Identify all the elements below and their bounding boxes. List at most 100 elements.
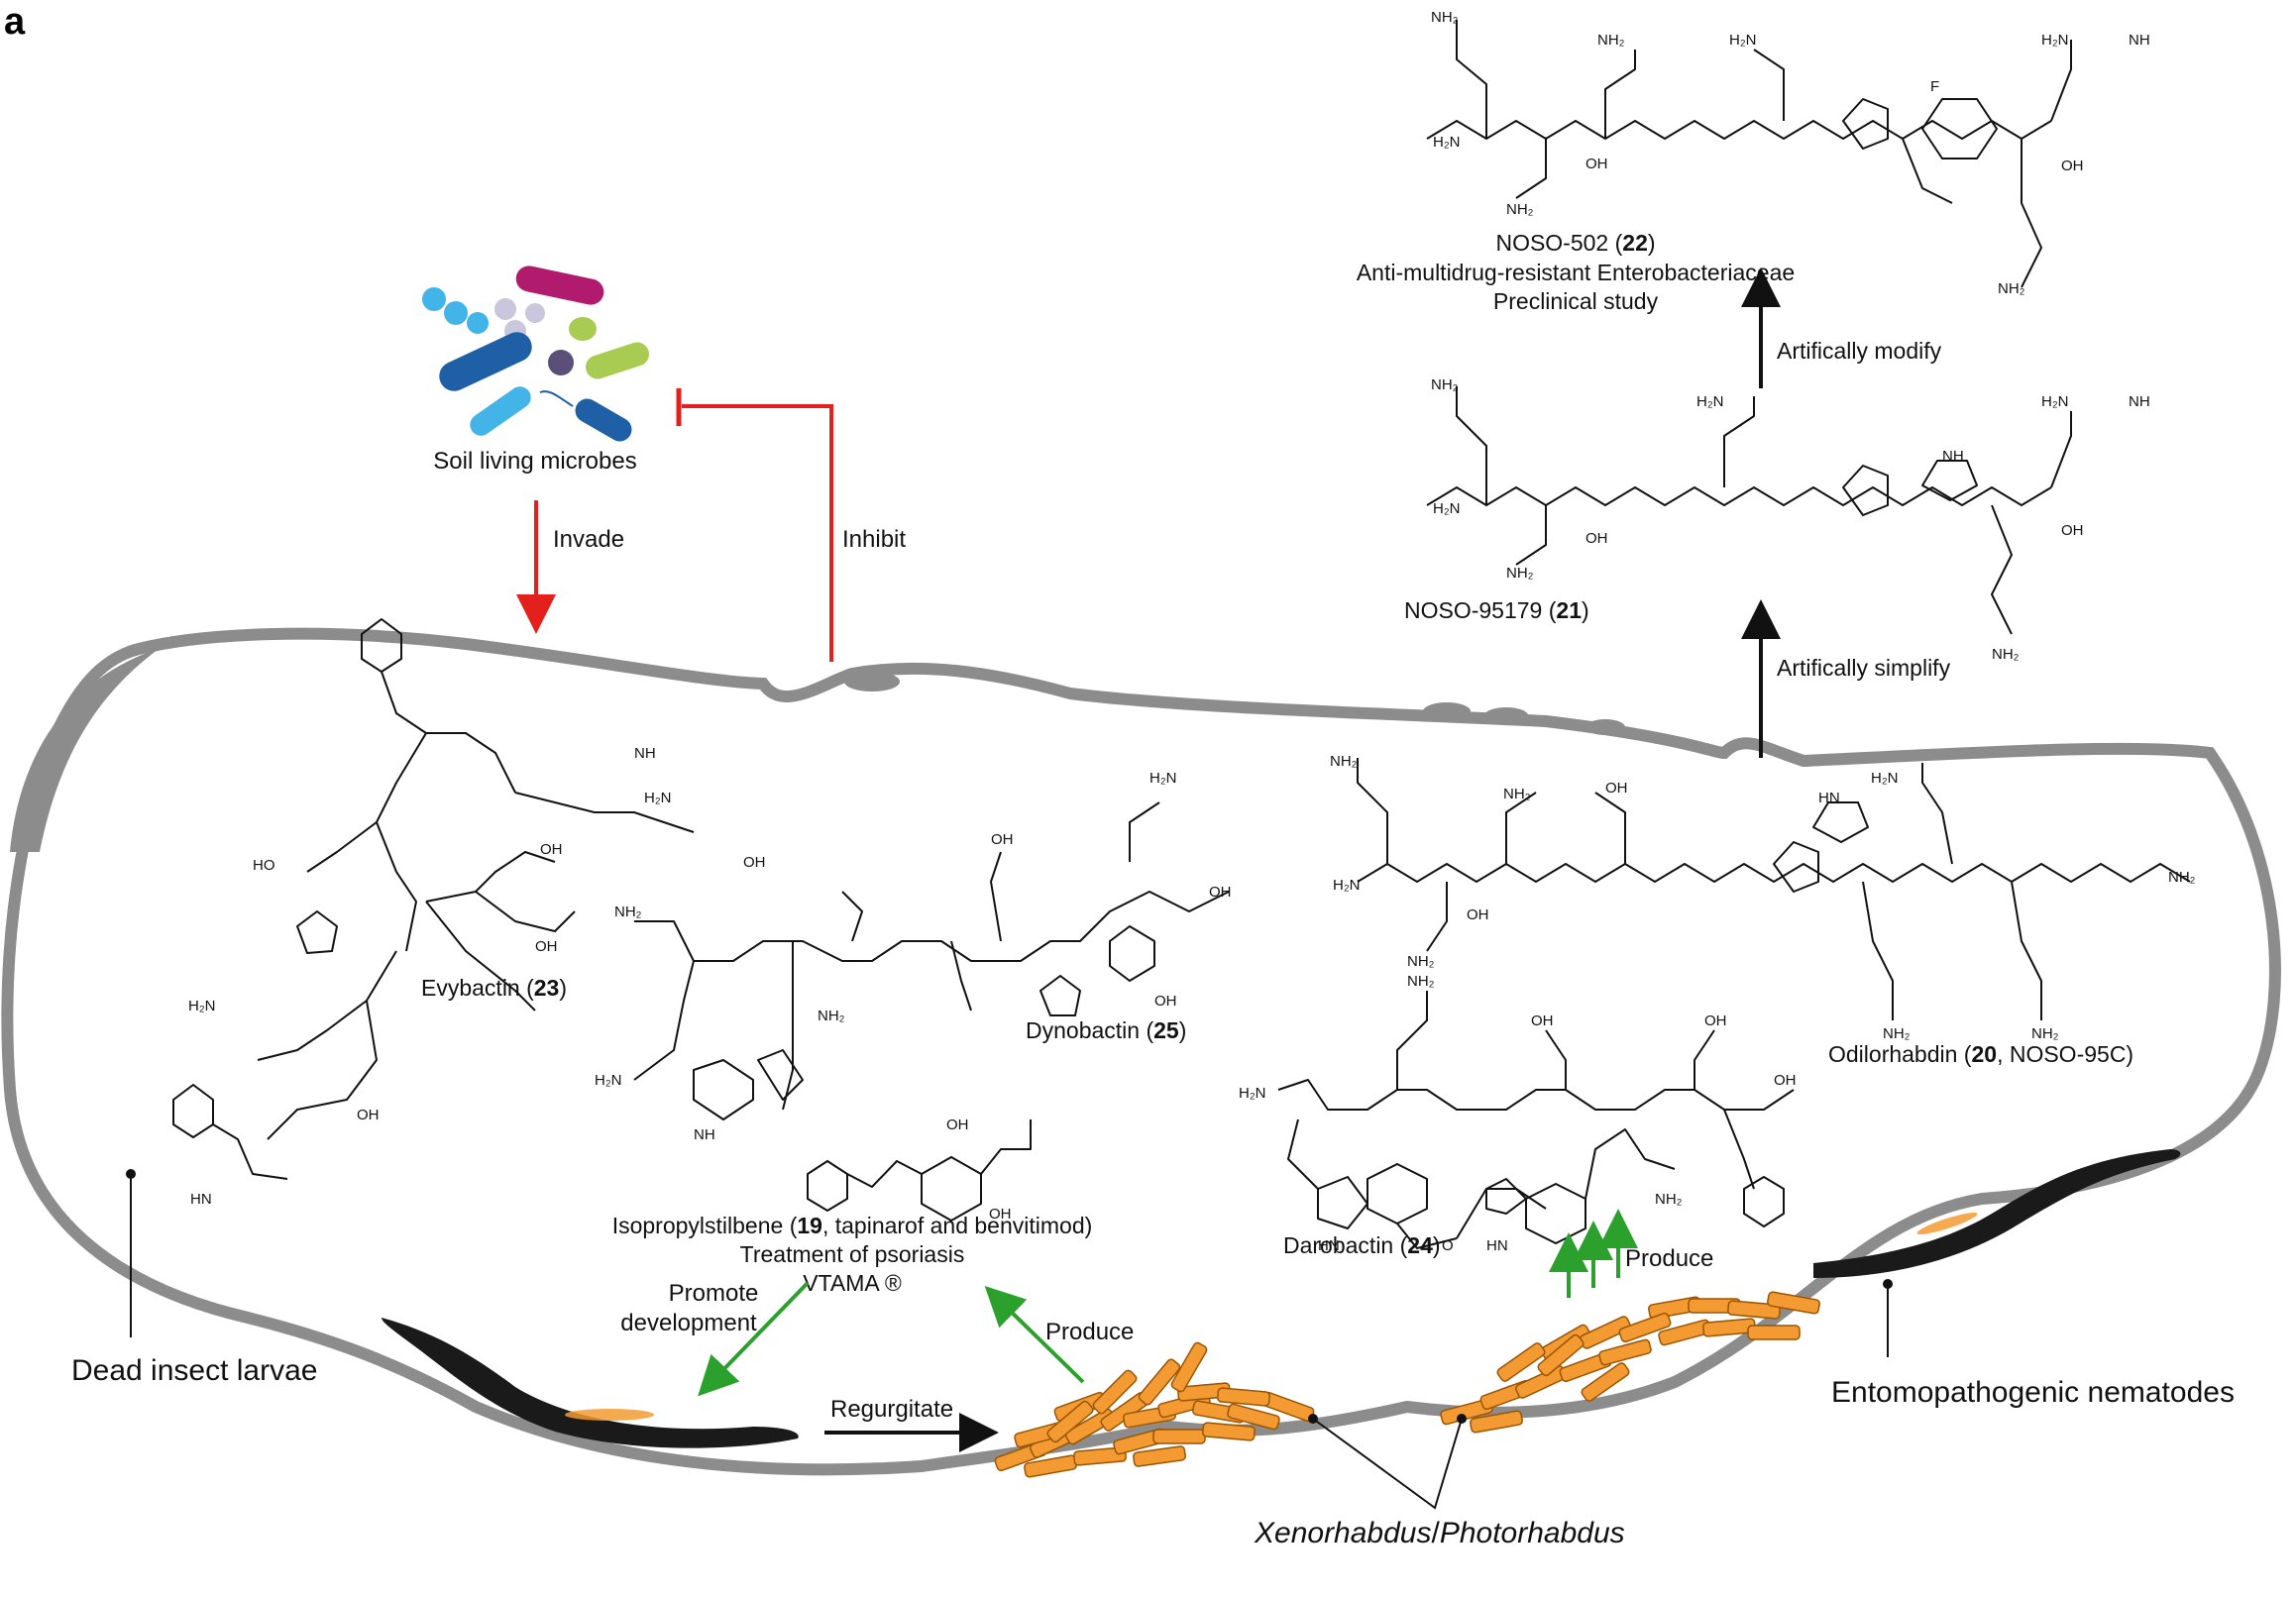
odilorhabdin-structure	[1357, 758, 2191, 1020]
larva-lobe-left	[10, 649, 159, 852]
atom-label: H₂N	[1333, 877, 1361, 894]
bacterium-rod	[1727, 1300, 1781, 1320]
atom-label: NH₂	[1506, 565, 1534, 582]
noso502-activity: Anti-multidrug-resistant Enterobacteriac…	[1357, 260, 1795, 285]
larva-bump	[844, 672, 900, 692]
atom-label: OH	[1605, 780, 1628, 797]
atom-label: NH₂	[614, 904, 642, 920]
bacterium-rod	[1092, 1369, 1138, 1415]
bacterium-rod	[1470, 1410, 1523, 1434]
atom-label: NH	[694, 1126, 715, 1143]
bacterium-rod	[1152, 1429, 1206, 1444]
atom-label: H₂N	[2041, 393, 2069, 410]
bacteria-cluster-left	[994, 1341, 1315, 1478]
atom-label: H₂N	[1729, 32, 1757, 49]
dynobactin-label: Dynobactin (25)	[1026, 1017, 1186, 1043]
noso502-status: Preclinical study	[1493, 288, 1659, 314]
atom-label: H₂N	[1433, 500, 1461, 517]
atom-label: OH	[989, 1206, 1012, 1223]
isopropylstilbene-brand: VTAMA ®	[803, 1270, 902, 1296]
atom-label: HN	[1486, 1237, 1508, 1254]
darobactin-label: Darobactin (24)	[1283, 1232, 1441, 1258]
soil-microbes-cluster	[422, 266, 649, 442]
bacterium-rod	[1138, 1358, 1181, 1406]
atom-label: NH₂	[1503, 786, 1531, 802]
bacterium-rod	[1747, 1325, 1801, 1340]
atom-label: OH	[946, 1117, 969, 1133]
atom-label: OH	[2061, 522, 2084, 539]
bacterium-rod	[1581, 1362, 1630, 1402]
atom-label: OH	[1467, 906, 1489, 923]
bacterium-rod	[1217, 1387, 1270, 1407]
dead-insect-larvae-label: Dead insect larvae	[71, 1354, 317, 1387]
atom-label: NH₂	[1407, 953, 1435, 970]
larva-bump	[1423, 702, 1471, 720]
atom-label: O	[1442, 1237, 1454, 1254]
atom-label: OH	[1585, 530, 1608, 547]
bacteria-pointer-dot	[1308, 1414, 1318, 1424]
bacterium-rod	[1046, 1400, 1094, 1443]
larvae-pointer-dot	[126, 1169, 136, 1179]
nematode-gut-bacteria	[1916, 1213, 1978, 1234]
noso95179-structure	[1426, 386, 2072, 635]
atom-label: H₂N	[1696, 393, 1724, 410]
atom-label: H₂N	[2041, 32, 2069, 49]
bacteria-pointer	[1312, 1418, 1463, 1510]
atom-label: F	[1930, 78, 1939, 95]
atom-label: NH₂	[1883, 1025, 1911, 1042]
modify-label: Artifically modify	[1777, 338, 1942, 364]
atom-label: OH	[540, 841, 563, 858]
atom-label: H₂N	[1239, 1085, 1266, 1102]
nematode-right	[1813, 1149, 2181, 1278]
atom-label: H₂N	[644, 790, 672, 806]
larva-bump	[1585, 719, 1625, 735]
bacterium-rod	[1170, 1341, 1208, 1393]
noso502-label: NOSO-502 (22)	[1495, 230, 1655, 256]
atom-label: OH	[1531, 1012, 1554, 1029]
atom-label: OH	[743, 854, 766, 871]
atom-label: HN	[190, 1191, 212, 1208]
odilorhabdin-label: Odilorhabdin (20, NOSO-95C)	[1828, 1041, 2133, 1067]
atom-label: OH	[1704, 1012, 1727, 1029]
darobactin-structure	[1277, 991, 1795, 1249]
atom-label: NH	[1942, 448, 1964, 465]
atom-label: NH₂	[1407, 973, 1435, 990]
invade-label: Invade	[553, 526, 624, 553]
atom-label: NH₂	[2168, 869, 2196, 886]
atom-label: OH	[2061, 158, 2084, 174]
bacterium-rod	[1598, 1338, 1652, 1366]
bacteria-cluster-right	[1440, 1291, 1820, 1434]
atom-label: OH	[1209, 884, 1232, 901]
isopropylstilbene-label: Isopropylstilbene (19, tapinarof and ben…	[612, 1213, 1093, 1238]
bacteria-pointer-dot	[1457, 1414, 1467, 1424]
isopropylstilbene-structure	[807, 1119, 1032, 1222]
larva-bump	[1484, 707, 1528, 723]
atom-label: H₂N	[1871, 770, 1899, 787]
atom-label: OH	[1154, 993, 1177, 1010]
soil-microbes-label: Soil living microbes	[433, 448, 636, 475]
simplify-label: Artifically simplify	[1777, 655, 1951, 681]
produce-label-right: Produce	[1625, 1245, 1713, 1272]
atom-label: NH₂	[818, 1008, 845, 1024]
evybactin-label: Evybactin (23)	[421, 975, 567, 1001]
bacterium-rod	[1133, 1445, 1186, 1467]
isopropylstilbene-use: Treatment of psoriasis	[740, 1241, 965, 1267]
entomopathogenic-nematodes-label: Entomopathogenic nematodes	[1831, 1376, 2235, 1409]
dynobactin-structure	[633, 801, 1230, 1120]
inhibit-label: Inhibit	[842, 526, 906, 553]
atom-label: NH	[634, 745, 656, 762]
atom-label: NH₂	[1431, 376, 1459, 393]
atom-label: NH₂	[1431, 9, 1459, 26]
nematode-left	[382, 1318, 799, 1448]
atom-label: NH₂	[1998, 280, 2025, 297]
atom-label: HN	[1318, 1237, 1340, 1254]
noso95179-label: NOSO-95179 (21)	[1404, 597, 1589, 623]
produce-arrow-left	[984, 1286, 1085, 1384]
atom-label: NH	[2129, 32, 2150, 49]
bacterium-rod	[1073, 1446, 1127, 1466]
atom-label: H₂N	[188, 998, 216, 1014]
produce-label-left: Produce	[1045, 1319, 1134, 1345]
bacterium-rod	[1227, 1403, 1280, 1431]
promote-arrow	[698, 1281, 810, 1397]
